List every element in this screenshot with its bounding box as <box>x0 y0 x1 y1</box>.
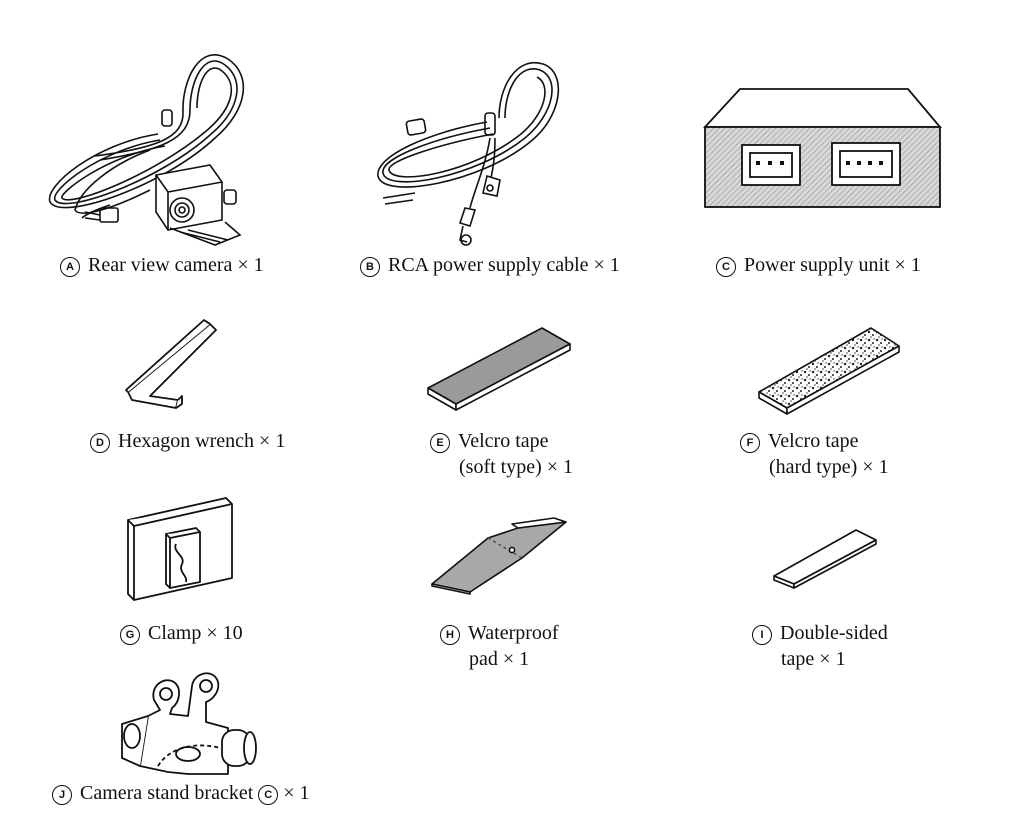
clamp-illustration <box>127 497 233 601</box>
camera-stand-bracket-illustration <box>121 672 257 775</box>
label-waterproof-pad-qty: pad × 1 <box>469 648 530 670</box>
badge-a: A <box>60 257 80 277</box>
badge-i: I <box>752 625 772 645</box>
label-rca-power-supply-cable: RCA power supply cable × 1 <box>388 254 620 276</box>
power-supply-unit-illustration <box>702 88 942 208</box>
badge-j: J <box>52 785 72 805</box>
caption-rca-power-supply-cable: B RCA power supply cable × 1 <box>360 252 620 278</box>
double-sided-tape-illustration <box>773 529 877 589</box>
caption-hexagon-wrench: D Hexagon wrench × 1 <box>90 428 285 454</box>
label-velcro-tape-soft: Velcro tape <box>458 430 549 452</box>
label-camera-stand-bracket: Camera stand bracket <box>80 782 254 804</box>
label-hexagon-wrench: Hexagon wrench × 1 <box>118 430 286 452</box>
badge-f: F <box>740 433 760 453</box>
inline-badge-c: C <box>258 785 279 805</box>
label-power-supply-unit: Power supply unit × 1 <box>744 254 921 276</box>
badge-h: H <box>440 625 460 645</box>
label-double-sided-tape-qty: tape × 1 <box>781 648 846 670</box>
badge-g: G <box>120 625 140 645</box>
caption-rear-view-camera: A Rear view camera × 1 <box>60 252 264 278</box>
rear-view-camera-illustration <box>48 54 245 246</box>
label-velcro-tape-soft-qty: (soft type) × 1 <box>459 456 574 478</box>
badge-c: C <box>716 257 736 277</box>
velcro-tape-hard-illustration <box>758 327 900 415</box>
label-double-sided-tape: Double-sided <box>780 622 888 644</box>
badge-d: D <box>90 433 110 453</box>
label-clamp: Clamp × 10 <box>148 622 243 644</box>
label-waterproof-pad: Waterproof <box>468 622 559 644</box>
label-velcro-tape-hard-qty: (hard type) × 1 <box>769 456 889 478</box>
caption-power-supply-unit: C Power supply unit × 1 <box>716 252 921 278</box>
caption-velcro-tape-soft: E Velcro tape (soft type) × 1 <box>430 428 573 480</box>
caption-clamp: G Clamp × 10 <box>120 620 243 646</box>
label-rear-view-camera: Rear view camera × 1 <box>88 254 264 276</box>
caption-double-sided-tape: I Double-sided tape × 1 <box>752 620 888 672</box>
badge-e: E <box>430 433 450 453</box>
badge-b: B <box>360 257 380 277</box>
hexagon-wrench-illustration <box>125 319 217 409</box>
rca-power-supply-cable-illustration <box>377 61 560 246</box>
waterproof-pad-illustration <box>431 517 567 595</box>
caption-camera-stand-bracket: J Camera stand bracket C × 1 <box>52 780 310 806</box>
label-camera-stand-bracket-qty: × 1 <box>278 782 310 804</box>
velcro-tape-soft-illustration <box>427 327 571 411</box>
label-velcro-tape-hard: Velcro tape <box>768 430 859 452</box>
caption-waterproof-pad: H Waterproof pad × 1 <box>440 620 559 672</box>
caption-velcro-tape-hard: F Velcro tape (hard type) × 1 <box>740 428 889 480</box>
